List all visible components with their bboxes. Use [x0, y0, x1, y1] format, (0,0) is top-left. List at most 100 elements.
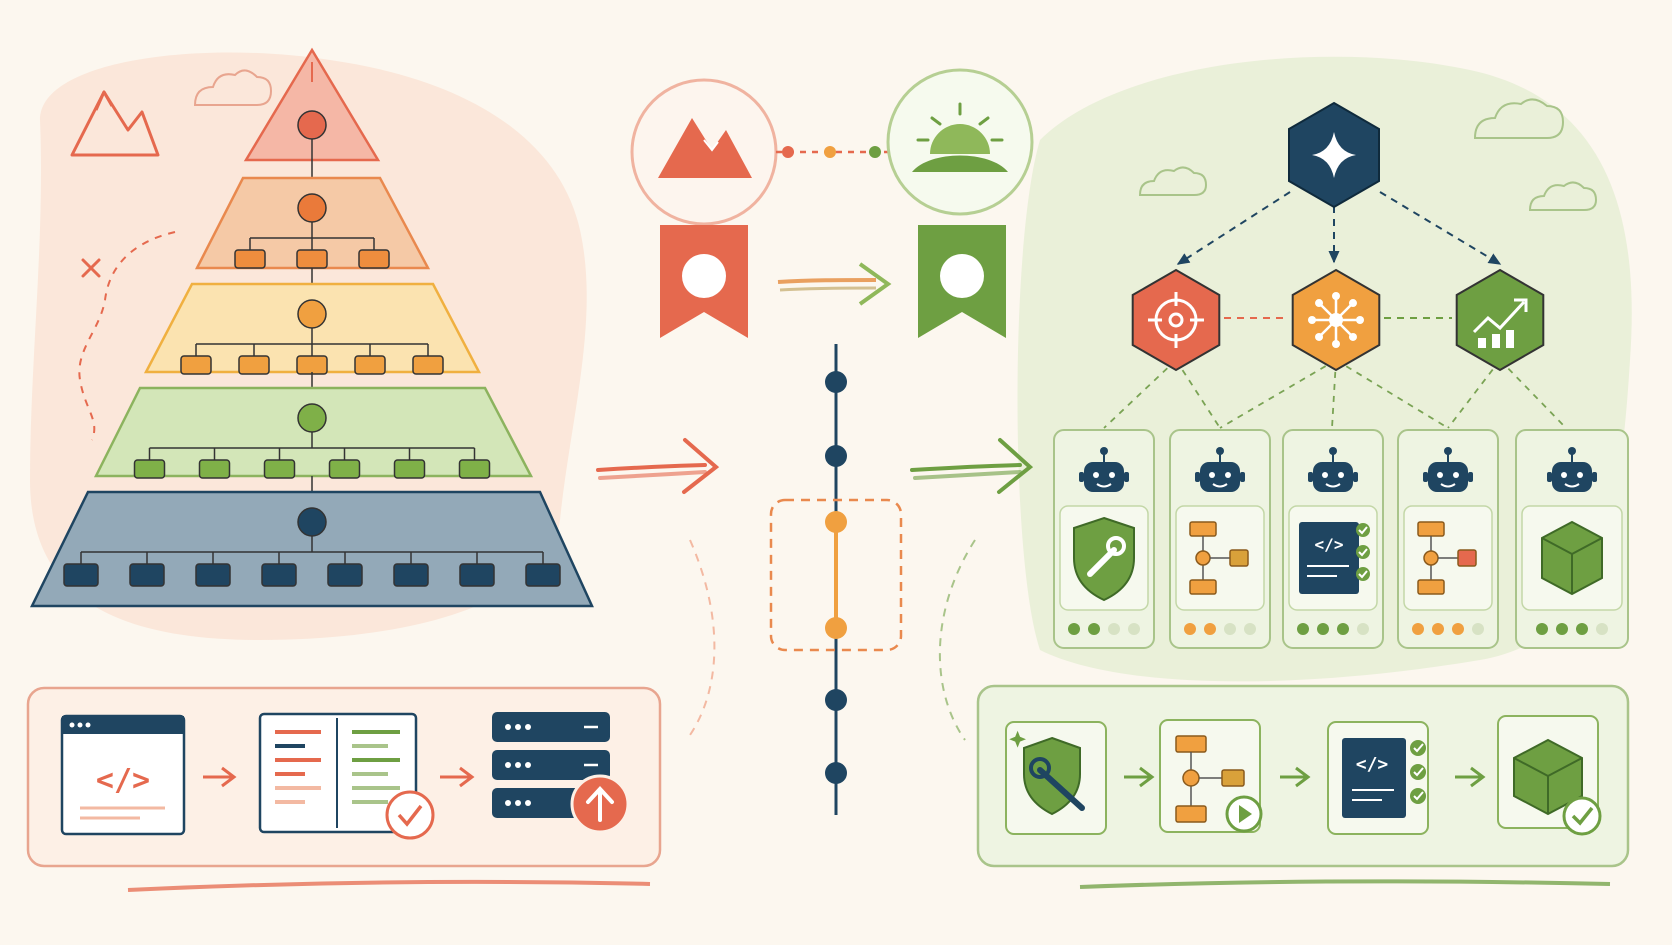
- target-core: [1168, 312, 1184, 328]
- underline-red: [127, 880, 651, 892]
- robot-ear: [1308, 472, 1313, 482]
- sparkle-icon: [1312, 132, 1356, 178]
- checkmark: [1358, 570, 1368, 579]
- server-light: [505, 724, 511, 730]
- robot-antenna-tip: [1329, 447, 1337, 455]
- arrow-right-icon: [777, 278, 877, 284]
- flow-node: [1423, 550, 1439, 566]
- network-leaf: [1356, 316, 1364, 324]
- checkmark: [1358, 526, 1368, 535]
- wrench-head: [1029, 757, 1051, 779]
- progress-dot: [1337, 623, 1349, 635]
- package-edge: [1513, 757, 1583, 814]
- arrow-stroke: [779, 286, 877, 292]
- child-box: [525, 563, 561, 587]
- arrow-right-icon: [203, 766, 237, 788]
- network-spoke: [1335, 302, 1354, 321]
- bookmark-hole: [682, 254, 726, 298]
- robot-eye: [1225, 472, 1231, 478]
- window-dot: [85, 722, 91, 728]
- child-box: [296, 249, 328, 269]
- checkmark: [397, 804, 423, 827]
- arrow-right-icon: [440, 766, 475, 788]
- flow-box: [1189, 579, 1217, 595]
- connector-dot: [869, 146, 881, 158]
- chart-bar: [1492, 334, 1500, 348]
- sun-ray: [978, 116, 990, 126]
- network-spoke: [1318, 319, 1337, 338]
- checkmark: [1413, 791, 1424, 801]
- assignment-edge: [1103, 359, 1177, 429]
- connector-arc: [938, 539, 976, 741]
- network-spoke: [1318, 302, 1337, 321]
- robot-antenna-tip: [1444, 447, 1452, 455]
- progress-dot: [1184, 623, 1196, 635]
- network-leaf: [1308, 316, 1316, 324]
- network-spoke: [1335, 319, 1354, 338]
- tier-node: [297, 507, 327, 537]
- assignment-edge: [1335, 359, 1449, 429]
- checkmark: [1413, 767, 1424, 777]
- flowchart-play-icon: [1175, 735, 1207, 753]
- bookmark-hole: [940, 254, 984, 298]
- progress-dot: [1452, 623, 1464, 635]
- network-leaf: [1348, 332, 1357, 341]
- up-arrow: [586, 786, 614, 822]
- network-leaf: [1315, 332, 1324, 341]
- robot-antenna-tip: [1100, 447, 1108, 455]
- network-leaf: [1348, 299, 1357, 308]
- progress-dot: [1472, 623, 1484, 635]
- server-light: [505, 762, 511, 768]
- deployment-pipeline: </>: [26, 686, 662, 868]
- flow-box: [1229, 549, 1249, 567]
- robot-antenna-tip: [1216, 447, 1224, 455]
- timeline-node-highlighted: [825, 511, 847, 533]
- child-box: [393, 459, 426, 479]
- check-dot: [1356, 545, 1370, 559]
- robot-icon: [1428, 462, 1468, 492]
- check-badge-icon: [385, 790, 435, 840]
- robot-eye: [1561, 472, 1567, 478]
- flow-box: [1417, 579, 1445, 595]
- server-light: [505, 800, 511, 806]
- timeline-node: [825, 762, 847, 784]
- progress-dot: [1108, 623, 1120, 635]
- child-box: [133, 459, 166, 479]
- server-unit: [492, 750, 610, 780]
- check-dot: [1410, 764, 1426, 780]
- progress-dot: [1128, 623, 1140, 635]
- cloud-icon: [1138, 98, 1598, 212]
- sparkle-icon: [1009, 730, 1026, 748]
- progress-dot: [1536, 623, 1548, 635]
- progress-dot: [1068, 623, 1080, 635]
- connector-arc: [689, 539, 716, 736]
- chart-bar: [1506, 330, 1514, 348]
- robot-eye: [1338, 472, 1344, 478]
- progress-dot: [1204, 623, 1216, 635]
- child-box: [327, 563, 363, 587]
- server-light: [515, 724, 521, 730]
- check-dot: [1356, 523, 1370, 537]
- assignment-edge: [1447, 359, 1501, 429]
- connector-dot: [782, 146, 794, 158]
- robot-smile: [1096, 483, 1112, 488]
- tier-node: [297, 110, 327, 140]
- timeline-node: [825, 371, 847, 393]
- robot-eye: [1453, 472, 1459, 478]
- timeline-node: [825, 445, 847, 467]
- robot-eye: [1109, 472, 1115, 478]
- arrow-right-icon: [1124, 766, 1155, 788]
- sun-ray: [930, 116, 942, 126]
- network-leaf: [1332, 340, 1340, 348]
- robot-icon: [1313, 462, 1353, 492]
- progress-dot: [1556, 623, 1568, 635]
- robot-ear: [1353, 472, 1358, 482]
- robot-eye: [1577, 472, 1583, 478]
- child-box: [129, 563, 165, 587]
- robot-ear: [1195, 472, 1200, 482]
- child-box: [459, 563, 495, 587]
- child-box: [63, 563, 99, 587]
- child-box: [195, 563, 231, 587]
- server-light: [515, 762, 521, 768]
